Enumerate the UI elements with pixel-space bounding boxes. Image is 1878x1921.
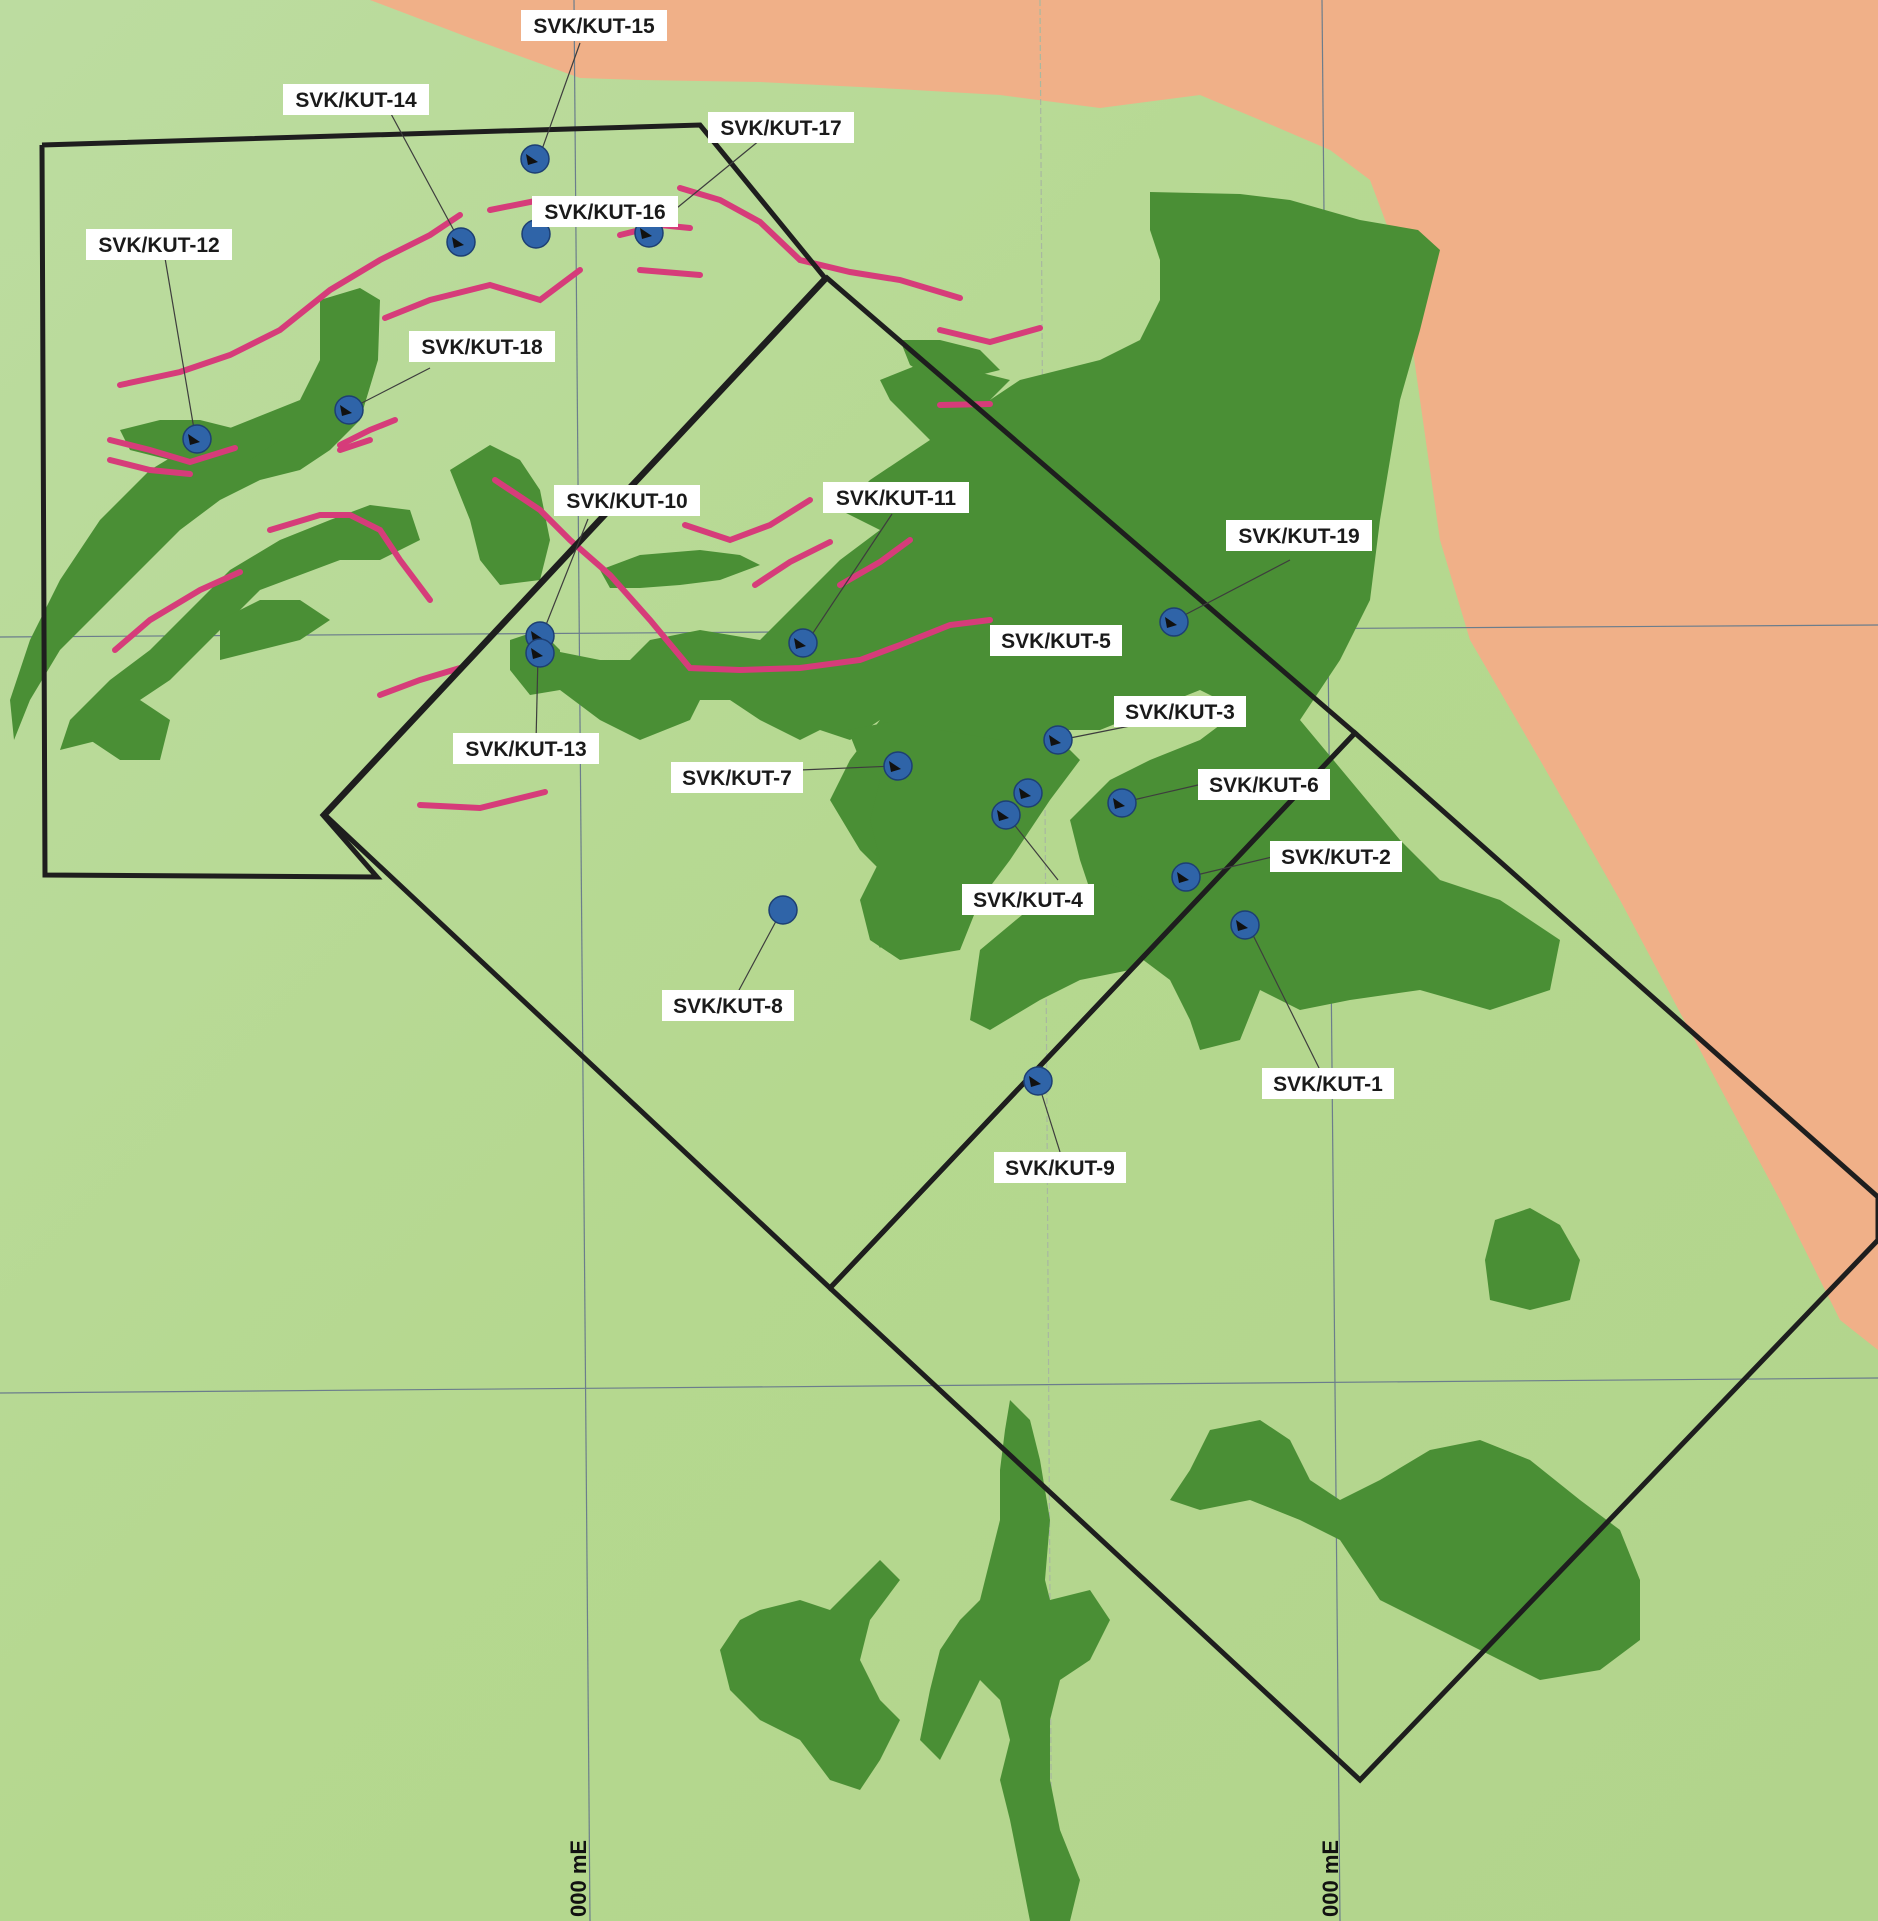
- grid-labels: 000 mE 000 mE: [566, 1840, 1343, 1917]
- label-svk-kut-7: SVK/KUT-7: [671, 762, 803, 793]
- label-svk-kut-11: SVK/KUT-11: [823, 482, 969, 513]
- svg-text:SVK/KUT-9: SVK/KUT-9: [1005, 1157, 1115, 1180]
- svg-text:SVK/KUT-7: SVK/KUT-7: [682, 767, 792, 790]
- drillhole-svk-kut-18[interactable]: [334, 395, 364, 425]
- svg-text:SVK/KUT-19: SVK/KUT-19: [1238, 525, 1359, 548]
- label-svk-kut-2: SVK/KUT-2: [1270, 841, 1402, 872]
- svg-text:SVK/KUT-4: SVK/KUT-4: [973, 889, 1083, 912]
- label-svk-kut-10: SVK/KUT-10: [554, 485, 700, 516]
- veins: [107, 185, 1043, 812]
- drillhole-svk-kut-14[interactable]: [446, 227, 476, 257]
- drillhole-svk-kut-2[interactable]: [1171, 862, 1201, 892]
- label-svk-kut-17: SVK/KUT-17: [708, 112, 854, 143]
- svg-text:SVK/KUT-11: SVK/KUT-11: [836, 487, 957, 510]
- label-svk-kut-15: SVK/KUT-15: [521, 10, 667, 41]
- label-svk-kut-12: SVK/KUT-12: [86, 229, 232, 260]
- grid-label-1: 000 mE: [566, 1840, 591, 1917]
- drillhole-svk-kut-7[interactable]: [883, 751, 913, 781]
- svg-text:SVK/KUT-13: SVK/KUT-13: [465, 738, 586, 761]
- svg-text:SVK/KUT-2: SVK/KUT-2: [1281, 846, 1391, 869]
- drillhole-svk-kut-3[interactable]: [1013, 778, 1043, 808]
- label-svk-kut-19: SVK/KUT-19: [1226, 520, 1372, 551]
- drillhole-svk-kut-1[interactable]: [1230, 910, 1260, 940]
- label-svk-kut-5: SVK/KUT-5: [990, 625, 1122, 656]
- drillhole-svk-kut-19[interactable]: [1159, 607, 1189, 637]
- label-svk-kut-1: SVK/KUT-1: [1262, 1068, 1394, 1099]
- label-svk-kut-6: SVK/KUT-6: [1198, 769, 1330, 800]
- drillhole-svk-kut-6[interactable]: [1107, 788, 1137, 818]
- svg-text:SVK/KUT-17: SVK/KUT-17: [720, 117, 841, 140]
- svg-text:SVK/KUT-18: SVK/KUT-18: [421, 336, 543, 359]
- drillhole-svk-kut-15[interactable]: [520, 144, 550, 174]
- svg-text:SVK/KUT-8: SVK/KUT-8: [673, 995, 783, 1018]
- drillhole-svk-kut-13[interactable]: [525, 638, 555, 668]
- drillhole-svk-kut-9[interactable]: [1023, 1066, 1053, 1096]
- leader-lines: [164, 42, 1321, 1153]
- label-svk-kut-4: SVK/KUT-4: [962, 884, 1094, 915]
- svg-text:SVK/KUT-15: SVK/KUT-15: [533, 15, 655, 38]
- svg-text:SVK/KUT-1: SVK/KUT-1: [1273, 1073, 1383, 1096]
- svg-text:SVK/KUT-5: SVK/KUT-5: [1001, 630, 1111, 653]
- svg-text:SVK/KUT-14: SVK/KUT-14: [295, 89, 417, 112]
- svg-text:SVK/KUT-10: SVK/KUT-10: [566, 490, 687, 513]
- drillhole-svk-kut-11[interactable]: [788, 628, 818, 658]
- drillhole-svk-kut-4[interactable]: [991, 800, 1021, 830]
- orange-zone: [370, 0, 1878, 1350]
- drillhole-labels: SVK/KUT-15 SVK/KUT-14 SVK/KUT-17 SVK/KUT…: [86, 10, 1402, 1183]
- grid-label-2: 000 mE: [1318, 1840, 1343, 1917]
- svg-text:SVK/KUT-6: SVK/KUT-6: [1209, 774, 1319, 797]
- drillhole-svk-kut-8[interactable]: [768, 895, 798, 925]
- label-svk-kut-18: SVK/KUT-18: [409, 331, 555, 362]
- label-svk-kut-9: SVK/KUT-9: [994, 1152, 1126, 1183]
- outcrop-areas: [10, 192, 1640, 1921]
- label-svk-kut-16: SVK/KUT-16: [532, 196, 678, 227]
- svg-text:SVK/KUT-3: SVK/KUT-3: [1125, 701, 1235, 724]
- svg-text:SVK/KUT-16: SVK/KUT-16: [544, 201, 665, 224]
- drillhole-svk-kut-5[interactable]: [1043, 725, 1073, 755]
- label-svk-kut-8: SVK/KUT-8: [662, 990, 794, 1021]
- label-svk-kut-13: SVK/KUT-13: [453, 733, 599, 764]
- svg-text:SVK/KUT-12: SVK/KUT-12: [98, 234, 219, 257]
- drillhole-svk-kut-12[interactable]: [182, 424, 212, 454]
- label-svk-kut-3: SVK/KUT-3: [1114, 696, 1246, 727]
- block-outlines: [39, 122, 1878, 1784]
- label-svk-kut-14: SVK/KUT-14: [283, 84, 429, 115]
